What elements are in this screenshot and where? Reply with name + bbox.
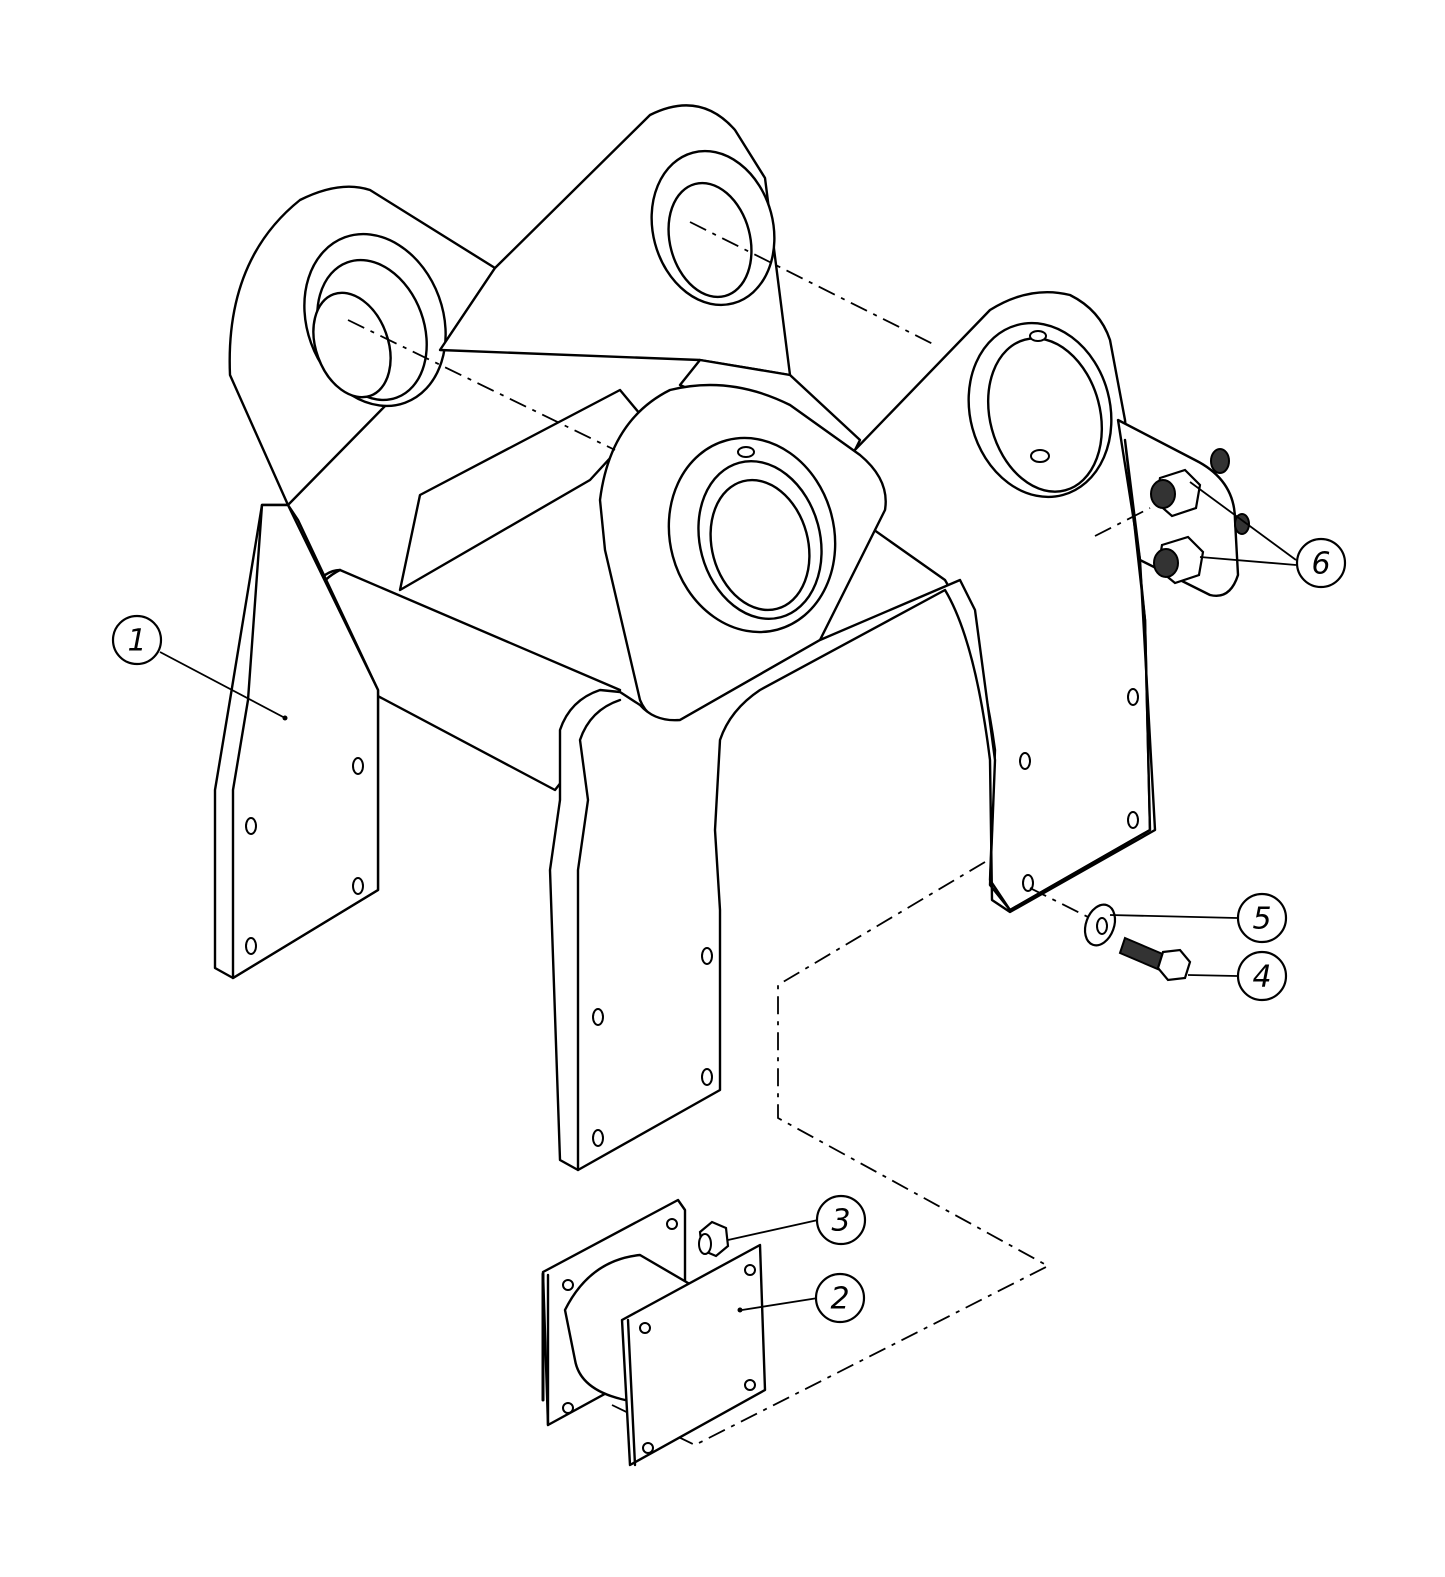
rear-top-plate [438,104,792,377]
callout-label-3: 3 [831,1204,850,1239]
callout-label-2: 2 [830,1282,849,1317]
front-left-plate [213,503,380,980]
washer-and-bolt [1083,903,1192,982]
callout-label-6: 6 [1311,547,1330,582]
callout-label-4: 4 [1252,960,1271,995]
callout-balloon-5: 5 [1236,892,1288,944]
grease-fittings [1150,448,1250,585]
callout-balloon-3: 3 [815,1194,867,1246]
nut [698,1220,730,1258]
callout-balloon-4: 4 [1236,950,1288,1002]
callout-balloon-6: 6 [1295,537,1347,589]
leader-lines [159,481,1297,1311]
front-right-upper-plate [848,290,1152,912]
callout-label-1: 1 [127,624,146,659]
callout-label-5: 5 [1252,902,1271,937]
callout-balloon-1: 1 [111,614,163,666]
callout-balloon-2: 2 [814,1272,866,1324]
bushing-block [541,1198,767,1467]
front-centre-plate [548,438,1157,1172]
centre-hub [598,383,887,722]
rear-left-plate [228,185,497,507]
